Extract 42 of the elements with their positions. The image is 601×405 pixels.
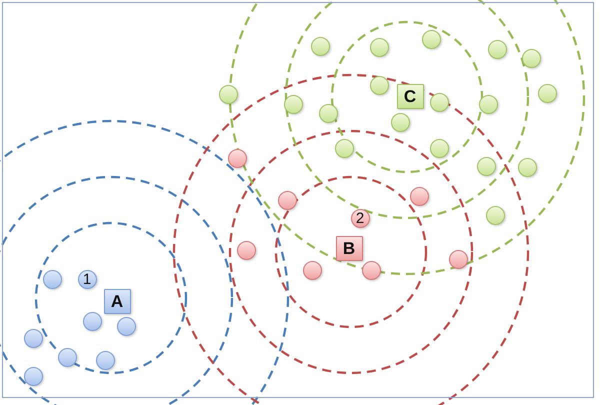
data-point xyxy=(476,156,496,176)
data-point xyxy=(522,48,540,68)
numbered-point xyxy=(78,270,96,288)
data-point xyxy=(24,328,42,348)
data-point xyxy=(538,84,556,102)
data-point xyxy=(448,250,468,268)
data-point xyxy=(390,112,410,132)
point-number: 2 xyxy=(356,210,364,226)
data-point xyxy=(24,366,42,386)
cluster-letter: C xyxy=(404,88,416,104)
data-point xyxy=(96,350,114,370)
data-point xyxy=(334,138,354,158)
data-point xyxy=(430,92,448,112)
data-point xyxy=(478,94,498,114)
cluster-label-tile xyxy=(104,288,130,314)
data-point xyxy=(410,186,428,206)
data-point xyxy=(362,260,380,280)
data-point xyxy=(116,316,136,336)
data-point xyxy=(318,104,338,122)
data-point xyxy=(430,138,448,158)
data-point xyxy=(370,76,388,94)
data-point xyxy=(236,240,256,260)
data-point xyxy=(228,148,246,168)
data-point xyxy=(284,94,302,114)
data-point xyxy=(218,84,238,104)
data-point xyxy=(518,158,536,176)
data-point xyxy=(370,38,388,56)
data-point xyxy=(422,30,440,48)
point-number: 1 xyxy=(82,272,92,286)
data-point xyxy=(302,260,322,280)
data-point xyxy=(58,348,76,366)
data-point xyxy=(82,312,102,330)
cluster-letter: B xyxy=(342,240,356,256)
data-point xyxy=(488,40,506,58)
data-point xyxy=(42,270,62,288)
data-point xyxy=(486,206,504,224)
cluster-letter: A xyxy=(110,292,124,310)
cluster-label-tile xyxy=(336,236,362,260)
cluster-label-tile xyxy=(396,84,424,108)
data-point xyxy=(278,190,296,210)
data-point xyxy=(310,36,330,56)
numbered-point xyxy=(350,208,370,228)
